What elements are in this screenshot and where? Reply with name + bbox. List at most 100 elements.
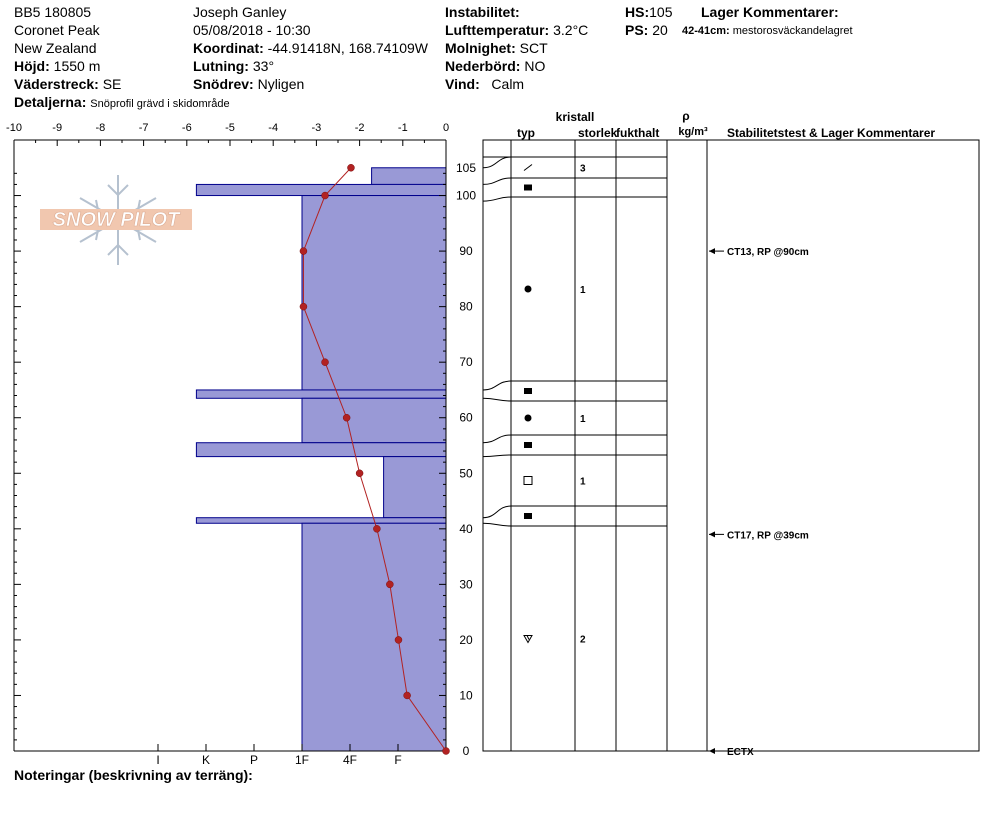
rounded-grain-icon	[524, 414, 532, 422]
aspect-label: Väderstreck:	[14, 76, 99, 92]
observer-name: Joseph Ganley	[193, 4, 287, 20]
layer-connector-7	[482, 505, 512, 519]
hardness-tick-label: I	[156, 753, 159, 767]
temp-tick-label: 0	[443, 122, 449, 134]
hs-value: 105	[649, 4, 673, 20]
location-name: Coronet Peak	[14, 22, 100, 38]
height-tick-label: 30	[459, 577, 473, 591]
slope-value: 33°	[252, 58, 275, 74]
layer-connector-8	[482, 522, 512, 527]
hardness-tick-label: 4F	[343, 753, 357, 767]
temp-tick-label: -5	[225, 122, 235, 134]
wind-row: Vind: Calm	[445, 76, 524, 93]
temperature-point-1	[403, 691, 411, 700]
height-tick-label: 60	[459, 411, 473, 425]
precip-value: NO	[524, 58, 546, 74]
height-tick-label: 10	[459, 688, 473, 702]
layer-comment-text: mestorosväckandelagret	[732, 25, 853, 37]
hardness-layer-6	[383, 456, 447, 519]
layer-connector-1	[482, 177, 512, 185]
header-rho: ρ	[682, 109, 689, 123]
temperature-line	[302, 167, 447, 752]
stability-test-label-1: CT17, RP @39cm	[727, 530, 809, 541]
wind-value: Calm	[491, 76, 525, 92]
header-fukthalt: fukthalt	[616, 126, 659, 140]
layer-connector-4	[482, 397, 512, 402]
hs-label: HS:	[625, 4, 650, 20]
hardness-layer-1	[195, 183, 447, 197]
stability-arrowhead-1	[709, 531, 715, 538]
logo-text: SNOW PILOT	[53, 209, 181, 231]
header-typ: typ	[517, 126, 535, 140]
temperature-point-7	[321, 358, 329, 366]
site-id: BB5 180805	[14, 4, 92, 20]
layer-connector-3	[482, 380, 512, 391]
height-tick-label: 100	[456, 189, 476, 203]
temperature-point-5	[355, 469, 364, 478]
height-tick-label: 40	[459, 522, 473, 536]
layer-connector-6	[482, 454, 512, 458]
temp-tick-label: -6	[182, 122, 192, 134]
temp-tick-label: -2	[355, 122, 365, 134]
height-tick-label: 0	[463, 744, 470, 758]
faceted-grain-icon	[523, 476, 533, 485]
temp-tick-label: -9	[52, 122, 62, 134]
hardness-layer-7	[195, 517, 447, 524]
grain-size-6: 1	[580, 477, 586, 488]
melt-freeze-crust-icon	[524, 388, 532, 394]
temp-tick-label: -4	[268, 122, 278, 134]
aspect-value: SE	[102, 76, 122, 92]
aspect-row: Väderstreck: SE	[14, 76, 121, 93]
stability-test-label-0: CT13, RP @90cm	[727, 247, 809, 258]
height-tick-label: 80	[459, 300, 473, 314]
temperature-point-0	[442, 747, 450, 755]
coordinate-label: Koordinat:	[193, 40, 264, 56]
snowdrift-label: Snödrev:	[193, 76, 254, 92]
elevation-label: Höjd:	[14, 58, 50, 74]
grain-size-2: 1	[580, 285, 586, 296]
temperature-point-3	[386, 580, 394, 589]
ps-row: PS: 20	[625, 22, 668, 39]
stability-test-label-2: ECTX	[727, 747, 754, 758]
hardness-layer-0	[371, 167, 447, 185]
height-tick-label: 105	[456, 161, 476, 175]
layer-table-rows	[483, 156, 667, 527]
ps-value: 20	[652, 22, 668, 38]
layer-comment-row: 42-41cm: mestorosväckandelagret	[682, 23, 853, 40]
layer-comment-depth: 42-41cm:	[682, 25, 730, 37]
layer-connectors	[482, 156, 512, 527]
cloud-row: Molnighet: SCT	[445, 40, 548, 57]
temperature-point-4	[373, 525, 381, 533]
hardness-layers	[195, 167, 447, 752]
details-value: Snöprofil grävd i skidområde	[90, 98, 230, 110]
hardness-layer-4	[301, 397, 447, 444]
snowdrift-value: Nyligen	[257, 76, 305, 92]
depth-hoar-icon	[523, 635, 533, 644]
temp-tick-label: -7	[139, 122, 149, 134]
wind-label: Vind:	[445, 76, 480, 92]
hardness-layer-8	[301, 522, 447, 752]
header-storlek: storlek	[578, 126, 618, 140]
stability-arrowhead-0	[709, 248, 715, 255]
grain-size-8: 2	[580, 635, 586, 646]
height-tick-label: 50	[459, 466, 473, 480]
cloud-label: Molnighet:	[445, 40, 516, 56]
airtemp-value: 3.2°C	[553, 22, 589, 38]
details-row: Detaljerna: Snöprofil grävd i skidområde	[14, 94, 230, 113]
temperature-series	[299, 164, 450, 755]
slope-label: Lutning:	[193, 58, 249, 74]
precip-row: Nederbörd: NO	[445, 58, 545, 75]
rounded-grain-icon	[524, 285, 532, 293]
snowdrift-row: Snödrev: Nyligen	[193, 76, 304, 93]
melt-freeze-crust-icon	[524, 184, 532, 191]
datetime: 05/08/2018 - 10:30	[193, 22, 311, 38]
temperature-point-10	[321, 191, 329, 200]
hardness-tick-label: 1F	[295, 753, 309, 767]
height-tick-label: 20	[459, 633, 473, 647]
ps-label: PS:	[625, 22, 649, 38]
layer-connector-5	[482, 434, 512, 444]
